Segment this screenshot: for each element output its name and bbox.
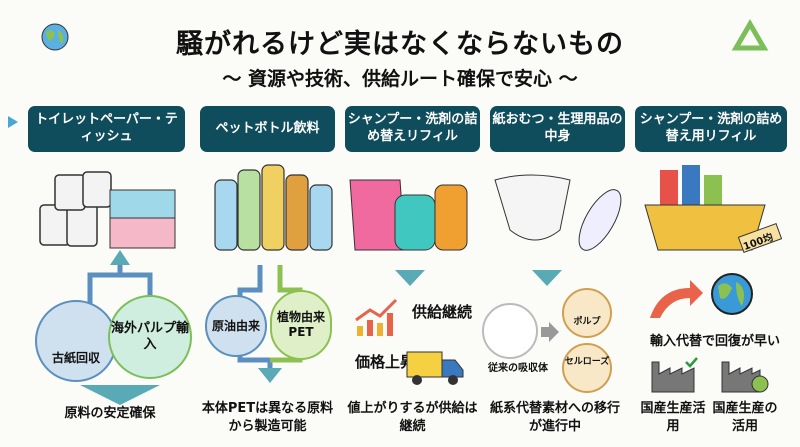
diaper-illustration bbox=[494, 174, 622, 251]
header-diaper: 紙おむつ・生理用品の中身 bbox=[490, 106, 625, 152]
factory-check-icon bbox=[721, 361, 769, 393]
circle-recycled-paper: 古紙回収 bbox=[35, 300, 117, 382]
down-arrow-col4 bbox=[532, 270, 562, 286]
label-cellulose: セルローズ bbox=[562, 343, 612, 393]
flow-arrows-col1 bbox=[80, 250, 160, 405]
result-col3: 値上がりするが供給は継続 bbox=[347, 401, 478, 434]
label-old-absorbent: 従来の吸収体 bbox=[488, 363, 548, 374]
price-chart-icon bbox=[355, 298, 398, 336]
label-supply: 供給継続 bbox=[412, 303, 473, 321]
label-pulp: ポルプ bbox=[562, 288, 612, 338]
factory-label-2: 国産生産の活用 bbox=[712, 401, 778, 434]
globe-icon bbox=[41, 23, 69, 51]
absorbent-icon bbox=[482, 303, 538, 359]
factory-icon bbox=[651, 357, 698, 393]
page-subtitle: ～ 資源や技術、供給ルート確保で安心 ～ bbox=[222, 68, 578, 90]
recycle-icon bbox=[731, 19, 769, 51]
circle-crude-oil: 原油由来 bbox=[205, 295, 267, 357]
right-arrow-col4 bbox=[541, 322, 559, 342]
toilet-paper-illustration bbox=[39, 171, 176, 249]
pet-bottles-illustration bbox=[214, 164, 333, 251]
truck-icon bbox=[406, 351, 464, 385]
down-arrow-col3 bbox=[395, 270, 425, 286]
header-toilet-paper: トイレットペーパー・ティッシュ bbox=[28, 106, 185, 152]
header-refill: シャンプー・洗剤の詰め替えリフィル bbox=[345, 106, 480, 152]
result-col2: 本体PETは異なる原料から製造可能 bbox=[201, 401, 334, 434]
circle-overseas-pulp: 海外パルプ輸入 bbox=[108, 295, 192, 379]
refill-pouches-illustration bbox=[349, 179, 468, 251]
import-arrow-icon bbox=[650, 280, 703, 318]
circle-plant-pet: 植物由来PET bbox=[270, 290, 332, 360]
header-pet-bottle: ペットボトル飲料 bbox=[200, 106, 335, 152]
import-label: 輸入代替で回復が早い bbox=[649, 334, 780, 349]
label-price: 価格上昇 bbox=[355, 353, 416, 371]
globe-icon bbox=[711, 273, 753, 315]
page-title: 騒がれるけど実はなくならないもの bbox=[176, 29, 624, 60]
header-refill-import: シャンプー・洗剤の詰め替え用リフィル bbox=[635, 106, 787, 152]
result-col1: 原料の安定確保 bbox=[64, 406, 156, 421]
pointer-icon bbox=[8, 116, 18, 128]
factory-label-1: 国産生産活用 bbox=[640, 401, 706, 434]
basket-illustration bbox=[644, 165, 783, 253]
result-col4: 紙系代替素材への移行が進行中 bbox=[489, 401, 620, 434]
